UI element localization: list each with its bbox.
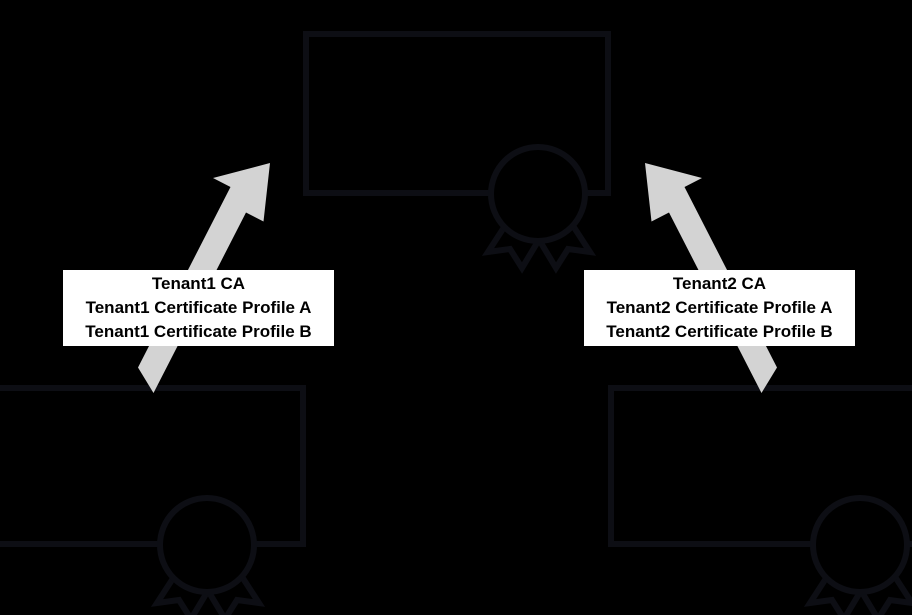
certificate-seal-circle xyxy=(810,495,910,595)
certificate-icon-top xyxy=(303,31,611,274)
certificate-document-rect xyxy=(0,385,306,547)
tenant2-ca-label: Tenant2 CA xyxy=(672,274,767,293)
certificate-seal-circle xyxy=(488,144,588,244)
certificate-icon-bottom-right xyxy=(608,385,912,615)
tenant2-certificate-profile-b-label: Tenant2 Certificate Profile B xyxy=(606,322,833,341)
tenant1-certificate-profile-a-label: Tenant1 Certificate Profile A xyxy=(85,298,312,317)
certificate-document-rect xyxy=(303,31,611,196)
tenant2-certificate-profile-a-label: Tenant2 Certificate Profile A xyxy=(606,298,833,317)
label-box-tenant1: Tenant1 CA Tenant1 Certificate Profile A… xyxy=(63,270,334,346)
tenant1-ca-label: Tenant1 CA xyxy=(151,274,246,293)
label-box-tenant2: Tenant2 CA Tenant2 Certificate Profile A… xyxy=(584,270,855,346)
tenant1-certificate-profile-b-label: Tenant1 Certificate Profile B xyxy=(85,322,312,341)
certificate-icon-bottom-left xyxy=(0,385,306,615)
certificate-seal-circle xyxy=(157,495,257,595)
certificate-document-rect xyxy=(608,385,912,547)
